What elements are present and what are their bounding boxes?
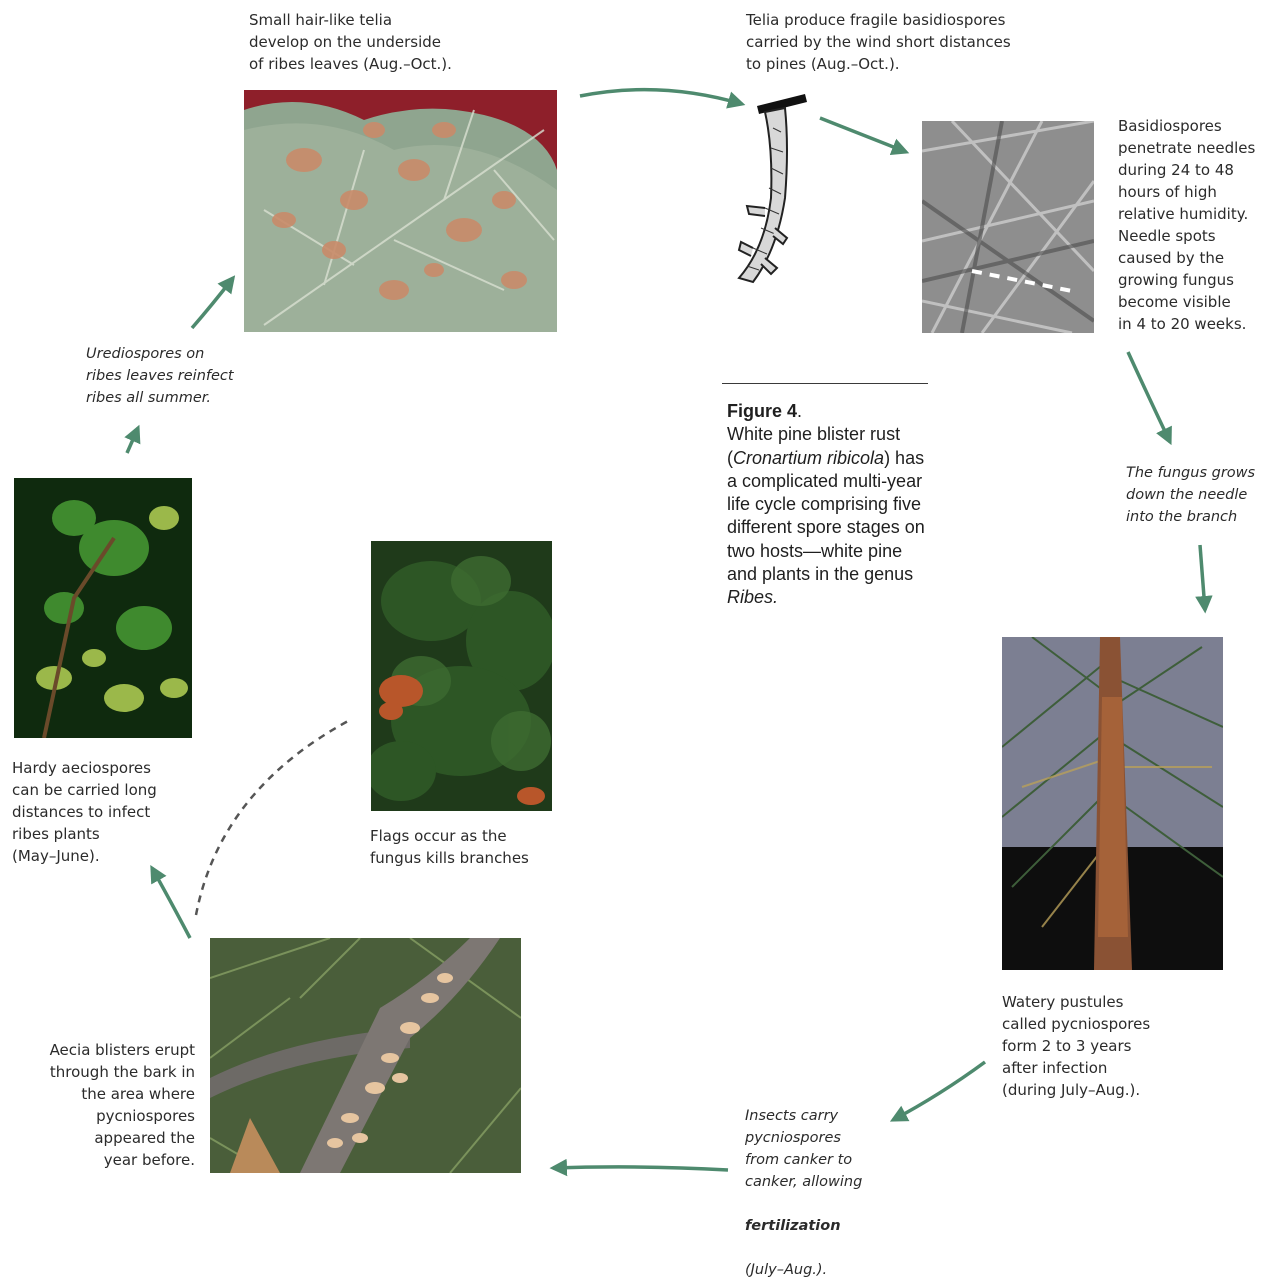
figure-species: Cronartium ribicola bbox=[733, 448, 884, 468]
arrow-to-leaf bbox=[192, 278, 233, 328]
caption-pycniospores: Watery pustules called pycniospores form… bbox=[1002, 991, 1150, 1101]
caption-basidiospores-penetrate: Basidiospores penetrate needles during 2… bbox=[1118, 115, 1255, 335]
aecia-branch-photo bbox=[210, 938, 521, 1173]
caption-fungus-grows: The fungus grows down the needle into th… bbox=[1126, 462, 1255, 528]
arrow-pycnio-to-insects bbox=[893, 1062, 985, 1120]
pine-flag-photo bbox=[371, 541, 552, 811]
arrow-telia-to-pine bbox=[580, 90, 742, 104]
figure-text-2: ) has a complicated multi-year life cycl… bbox=[727, 448, 925, 584]
insects-text-1: Insects carry pycniospores from canker t… bbox=[745, 1108, 862, 1190]
ribes-plant-photo bbox=[14, 478, 192, 738]
arrow-insects-to-aecia bbox=[553, 1167, 728, 1170]
pine-needles-photo bbox=[922, 121, 1094, 333]
dashed-flag-connector bbox=[196, 720, 350, 915]
caption-basidiospores-produce: Telia produce fragile basidiospores carr… bbox=[746, 9, 1011, 75]
caption-flags: Flags occur as the fungus kills branches bbox=[370, 825, 529, 869]
figure-caption: Figure 4. White pine blister rust (Crona… bbox=[727, 400, 932, 610]
figure-label: Figure 4 bbox=[727, 401, 797, 421]
ribes-leaf-telia-photo bbox=[244, 90, 557, 332]
insects-text-bold: fertilization bbox=[745, 1218, 841, 1234]
pine-stem-pycnia-photo bbox=[1002, 637, 1223, 970]
arrow-to-urediospores bbox=[127, 428, 138, 453]
caption-aecia: Aecia blisters erupt through the bark in… bbox=[50, 1039, 195, 1171]
pine-branch-drawing bbox=[725, 88, 815, 288]
figure-label-period: . bbox=[797, 401, 802, 421]
arrow-aecia-to-aeciospores bbox=[152, 868, 190, 938]
arrow-needles-down bbox=[1128, 352, 1170, 442]
figure-genus: Ribes. bbox=[727, 587, 778, 607]
caption-aeciospores: Hardy aeciospores can be carried long di… bbox=[12, 757, 157, 867]
arrow-grows-down bbox=[1200, 545, 1205, 610]
insects-text-2: (July–Aug.). bbox=[745, 1262, 827, 1278]
caption-urediospores: Urediospores on ribes leaves reinfect ri… bbox=[86, 343, 234, 409]
arrow-pine-to-needles bbox=[820, 118, 906, 152]
caption-insects: Insects carry pycniospores from canker t… bbox=[745, 1083, 862, 1281]
caption-rule bbox=[722, 383, 928, 384]
caption-telia: Small hair-like telia develop on the und… bbox=[249, 9, 452, 75]
